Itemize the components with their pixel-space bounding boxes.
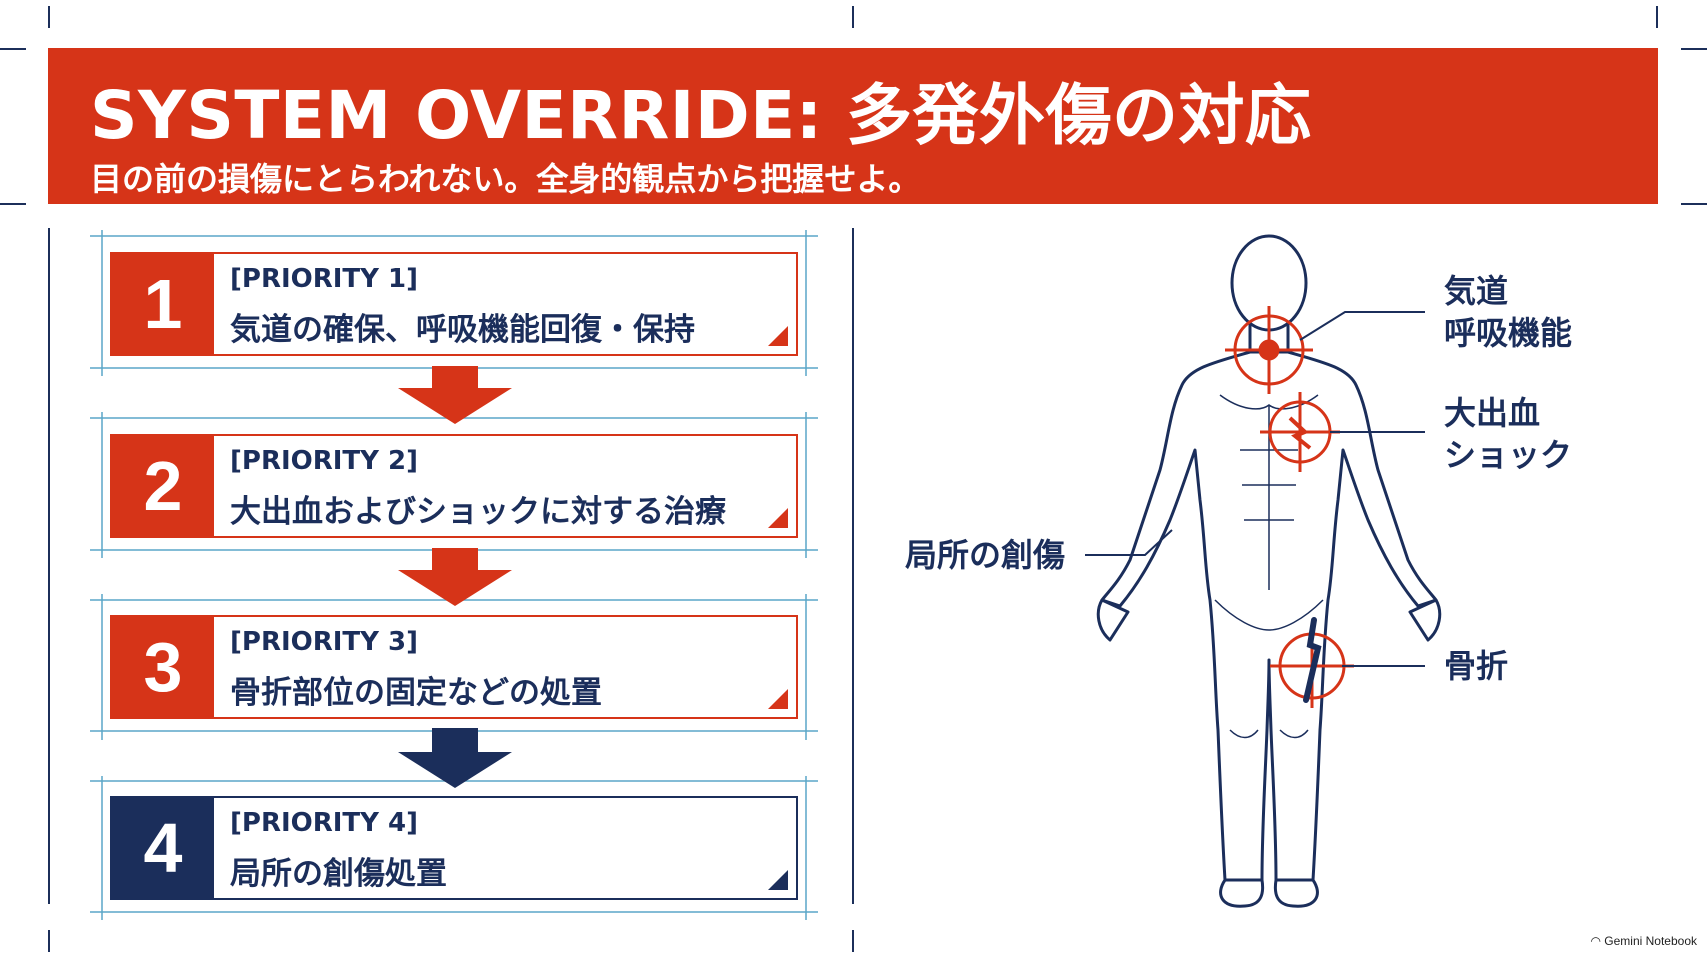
frame-divider — [852, 228, 854, 904]
label-airway-line2: 呼吸機能 — [1444, 314, 1573, 352]
label-airway: 気道 呼吸機能 — [1444, 270, 1572, 354]
corner-triangle-icon — [768, 326, 788, 346]
brand-text: Gemini Notebook — [1604, 934, 1697, 948]
page-subtitle: 目の前の損傷にとらわれない。全身的観点から把握せよ。 — [90, 160, 921, 198]
arrow-down-icon — [398, 366, 512, 424]
priority-number: 1 — [112, 254, 214, 354]
human-body-icon — [1096, 234, 1442, 908]
priority-label: [PRIORITY 3] — [230, 627, 419, 657]
label-fracture: 骨折 — [1444, 647, 1509, 685]
priority-card-4: 4 [PRIORITY 4] 局所の創傷処置 — [110, 796, 798, 900]
target-airway-icon — [1225, 306, 1313, 394]
arrow-down-icon — [398, 548, 512, 606]
page-title: SYSTEM OVERRIDE: 多発外傷の対応 — [90, 77, 1312, 154]
corner-triangle-icon — [768, 689, 788, 709]
brand-watermark: ◠ Gemini Notebook — [1590, 934, 1697, 948]
corner-triangle-icon — [768, 870, 788, 890]
frame-tick — [852, 6, 854, 28]
priority-number: 3 — [112, 617, 214, 717]
bone-icon — [1303, 617, 1322, 703]
header-banner: SYSTEM OVERRIDE: 多発外傷の対応 目の前の損傷にとらわれない。全… — [48, 48, 1658, 204]
brand-logo-icon: ◠ — [1590, 934, 1605, 948]
label-hemorrhage-line2: ショック — [1444, 436, 1573, 474]
frame-tick — [852, 930, 854, 952]
priority-card-3: 3 [PRIORITY 3] 骨折部位の固定などの処置 — [110, 615, 798, 719]
frame-tick — [0, 48, 26, 50]
label-wound: 局所の創傷 — [905, 536, 1066, 574]
priority-label: [PRIORITY 4] — [230, 808, 419, 838]
frame-tick — [1681, 203, 1707, 205]
priority-number: 4 — [112, 798, 214, 898]
frame-tick — [48, 930, 50, 952]
frame-tick — [0, 203, 26, 205]
leader-lines — [1085, 311, 1425, 667]
frame-divider — [48, 228, 50, 904]
priority-description: 大出血およびショックに対する治療 — [230, 494, 726, 530]
label-airway-line1: 気道 — [1444, 272, 1509, 310]
label-hemorrhage-line1: 大出血 — [1444, 394, 1541, 432]
priority-card-2: 2 [PRIORITY 2] 大出血およびショックに対する治療 — [110, 434, 798, 538]
arrow-down-icon — [398, 728, 512, 788]
priority-description: 骨折部位の固定などの処置 — [230, 675, 602, 711]
priority-card-1: 1 [PRIORITY 1] 気道の確保、呼吸機能回復・保持 — [110, 252, 798, 356]
corner-triangle-icon — [768, 508, 788, 528]
priority-label: [PRIORITY 1] — [230, 264, 419, 294]
priority-description: 局所の創傷処置 — [230, 856, 447, 892]
frame-tick — [1656, 6, 1658, 28]
priority-description: 気道の確保、呼吸機能回復・保持 — [230, 312, 695, 348]
frame-tick — [1681, 48, 1707, 50]
priority-number: 2 — [112, 436, 214, 536]
label-hemorrhage: 大出血 ショック — [1444, 392, 1572, 476]
priority-label: [PRIORITY 2] — [230, 446, 419, 476]
frame-tick — [48, 6, 50, 28]
